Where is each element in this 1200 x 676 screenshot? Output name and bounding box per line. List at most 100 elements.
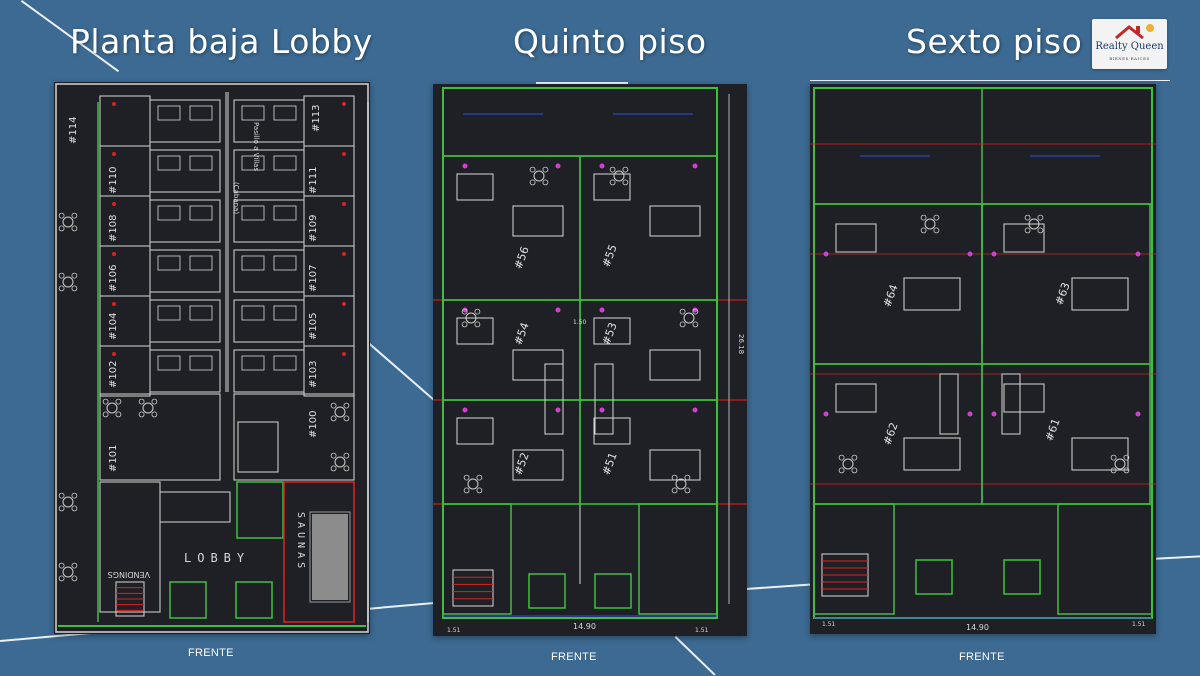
chair bbox=[609, 166, 616, 173]
bed bbox=[835, 223, 877, 253]
unit-number: #62 bbox=[881, 421, 901, 447]
stair-core bbox=[442, 503, 512, 615]
table bbox=[334, 456, 346, 468]
chair bbox=[1037, 227, 1044, 234]
dimension-left: 1.51 bbox=[822, 621, 836, 628]
chair bbox=[529, 166, 536, 173]
chair bbox=[343, 452, 350, 459]
sofa bbox=[903, 277, 961, 311]
unit-room bbox=[813, 203, 983, 365]
elevator bbox=[528, 573, 566, 609]
chair bbox=[58, 562, 65, 569]
title-ground-floor: Planta baja Lobby bbox=[70, 22, 373, 61]
accent-dot bbox=[692, 407, 698, 413]
chair bbox=[542, 179, 549, 186]
bed bbox=[593, 173, 631, 201]
accent-dot bbox=[991, 251, 997, 257]
accent-dot bbox=[555, 163, 561, 169]
accent-dot bbox=[692, 307, 698, 313]
corridor-sublabel: (Cabana) bbox=[232, 182, 240, 214]
accent-dot bbox=[342, 252, 346, 256]
bed bbox=[241, 305, 265, 321]
chair bbox=[71, 492, 78, 499]
chair bbox=[692, 308, 699, 315]
chair bbox=[476, 474, 483, 481]
service-room bbox=[236, 481, 284, 539]
table bbox=[683, 312, 695, 324]
unit-number: #100 bbox=[308, 411, 319, 438]
chair bbox=[461, 308, 468, 315]
chair bbox=[679, 321, 686, 328]
chair bbox=[71, 505, 78, 512]
accent-dot bbox=[342, 352, 346, 356]
accent-dot bbox=[599, 307, 605, 313]
decorative-line bbox=[746, 583, 811, 590]
unit-room bbox=[149, 199, 221, 243]
accent-dot bbox=[555, 307, 561, 313]
frente-label-fifth: FRENTE bbox=[551, 651, 597, 663]
logo-subtitle: BIENES RAICES bbox=[1109, 56, 1150, 61]
sixth-floor-plan: #64#63#62#61 14.90 1.51 1.51 bbox=[810, 84, 1156, 634]
bed bbox=[1003, 223, 1045, 253]
chair bbox=[138, 411, 145, 418]
accent-dot bbox=[967, 251, 973, 257]
unit-number: #63 bbox=[1053, 281, 1073, 307]
chair bbox=[1024, 227, 1031, 234]
accent-dot bbox=[692, 163, 698, 169]
bed bbox=[456, 317, 494, 345]
unit-room bbox=[579, 399, 718, 505]
table bbox=[106, 402, 118, 414]
unit-number: #64 bbox=[881, 283, 901, 309]
bed bbox=[273, 305, 297, 321]
table bbox=[467, 478, 479, 490]
accent-dot bbox=[462, 407, 468, 413]
table bbox=[1114, 458, 1126, 470]
unit-number: #61 bbox=[1043, 417, 1063, 443]
unit-room bbox=[579, 155, 718, 301]
table bbox=[62, 276, 74, 288]
chair bbox=[58, 505, 65, 512]
chair bbox=[1024, 214, 1031, 221]
unit-number: #108 bbox=[108, 215, 119, 242]
bed bbox=[189, 305, 213, 321]
elevator bbox=[1003, 559, 1041, 595]
accent-dot bbox=[112, 102, 116, 106]
accent-dot bbox=[1135, 251, 1141, 257]
chair bbox=[1123, 467, 1130, 474]
unit-number: #105 bbox=[308, 313, 319, 340]
chair bbox=[474, 321, 481, 328]
bathtub bbox=[1001, 373, 1021, 435]
sofa bbox=[1071, 277, 1129, 311]
accent-dot bbox=[599, 163, 605, 169]
unit-number: #109 bbox=[308, 215, 319, 242]
terrace bbox=[442, 87, 718, 157]
unit-number: #106 bbox=[108, 265, 119, 292]
table bbox=[1028, 218, 1040, 230]
bed bbox=[593, 417, 631, 445]
accent-dot bbox=[991, 411, 997, 417]
bed bbox=[157, 255, 181, 271]
sofa bbox=[649, 349, 701, 381]
unit-number: #52 bbox=[512, 451, 532, 477]
chair bbox=[71, 285, 78, 292]
accent-dot bbox=[462, 163, 468, 169]
accent-dot bbox=[462, 307, 468, 313]
table bbox=[62, 496, 74, 508]
chair bbox=[330, 402, 337, 409]
table bbox=[533, 170, 545, 182]
chair bbox=[58, 575, 65, 582]
table bbox=[675, 478, 687, 490]
elevator bbox=[169, 581, 207, 619]
decorative-line bbox=[810, 80, 1170, 81]
bed bbox=[189, 205, 213, 221]
chair bbox=[851, 454, 858, 461]
unit-number: #53 bbox=[600, 321, 620, 347]
sofa bbox=[649, 205, 701, 237]
accent-dot bbox=[112, 202, 116, 206]
decorative-line bbox=[536, 82, 628, 85]
chair bbox=[851, 467, 858, 474]
outer-wall bbox=[813, 87, 1153, 619]
unit-number: #54 bbox=[512, 321, 532, 347]
chair bbox=[343, 402, 350, 409]
bed bbox=[189, 355, 213, 371]
